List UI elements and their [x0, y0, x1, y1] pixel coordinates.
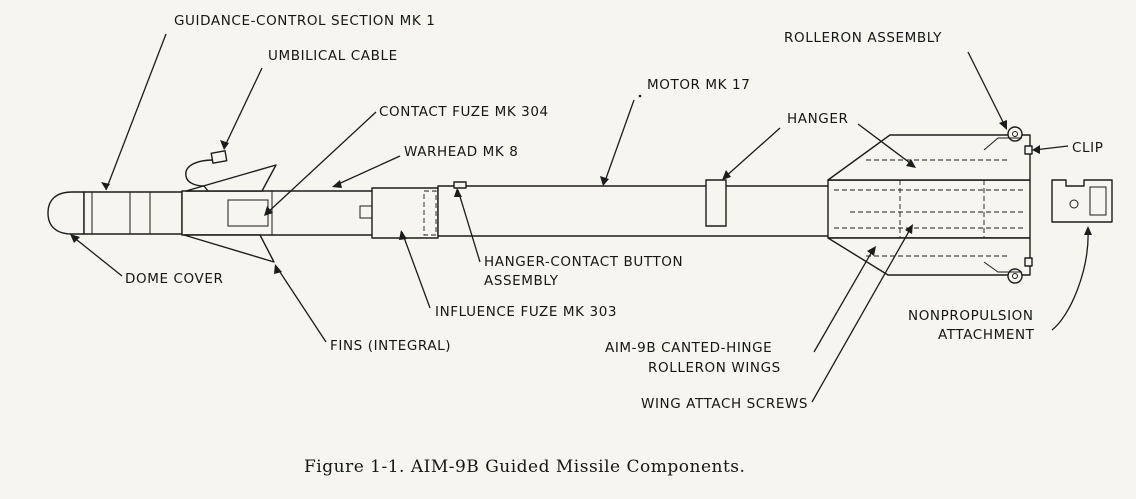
tail-section [827, 179, 1031, 239]
figure-caption: Figure 1-1. AIM-9B Guided Missile Compon… [304, 457, 745, 477]
component-labels: GUIDANCE-CONTROL SECTION MK 1 UMBILICAL … [125, 13, 1103, 412]
label-nonpropulsion: NONPROPULSION [908, 308, 1034, 324]
upper-rolleron [1007, 126, 1023, 142]
label-motor: MOTOR MK 17 [647, 77, 750, 93]
warhead-section [181, 190, 379, 236]
hanger-contact-button [453, 181, 467, 189]
clip [1024, 145, 1033, 155]
label-guidance-control: GUIDANCE-CONTROL SECTION MK 1 [174, 13, 435, 29]
upper-rolleron-wing [827, 134, 1031, 181]
nonpropulsion-attachment [1051, 179, 1113, 223]
label-dome-cover: DOME COVER [125, 271, 223, 287]
hanger-band [705, 179, 727, 227]
label-clip: CLIP [1072, 140, 1103, 156]
label-canted-hinge: AIM-9B CANTED-HINGE [605, 340, 772, 356]
label-contact-fuze: CONTACT FUZE MK 304 [379, 104, 549, 120]
label-rolleron-wings: ROLLERON WINGS [648, 360, 781, 376]
label-wing-attach-screws: WING ATTACH SCREWS [641, 396, 808, 412]
label-fins: FINS (INTEGRAL) [330, 338, 451, 354]
lower-rolleron-wing [827, 237, 1031, 276]
influence-fuze [371, 187, 439, 239]
leader-lines [70, 33, 1092, 403]
label-influence-fuze: INFLUENCE FUZE MK 303 [435, 304, 617, 320]
dome-cover [47, 191, 85, 235]
motor-tube [437, 185, 837, 237]
lower-fin [183, 234, 275, 263]
umbilical-cable [185, 159, 215, 192]
upper-fin [185, 164, 277, 192]
label-hanger: HANGER [787, 111, 848, 127]
missile-illustration [47, 126, 1113, 284]
label-rolleron-assembly: ROLLERON ASSEMBLY [784, 30, 942, 46]
label-umbilical-cable: UMBILICAL CABLE [268, 48, 398, 64]
label-hanger-contact-button-assembly: ASSEMBLY [484, 273, 559, 289]
label-nonpropulsion-attachment: ATTACHMENT [938, 327, 1035, 343]
guidance-control-section [83, 191, 183, 235]
label-hanger-contact-button: HANGER-CONTACT BUTTON [484, 254, 683, 270]
lower-rolleron [1007, 268, 1023, 284]
label-warhead: WARHEAD MK 8 [404, 144, 518, 160]
